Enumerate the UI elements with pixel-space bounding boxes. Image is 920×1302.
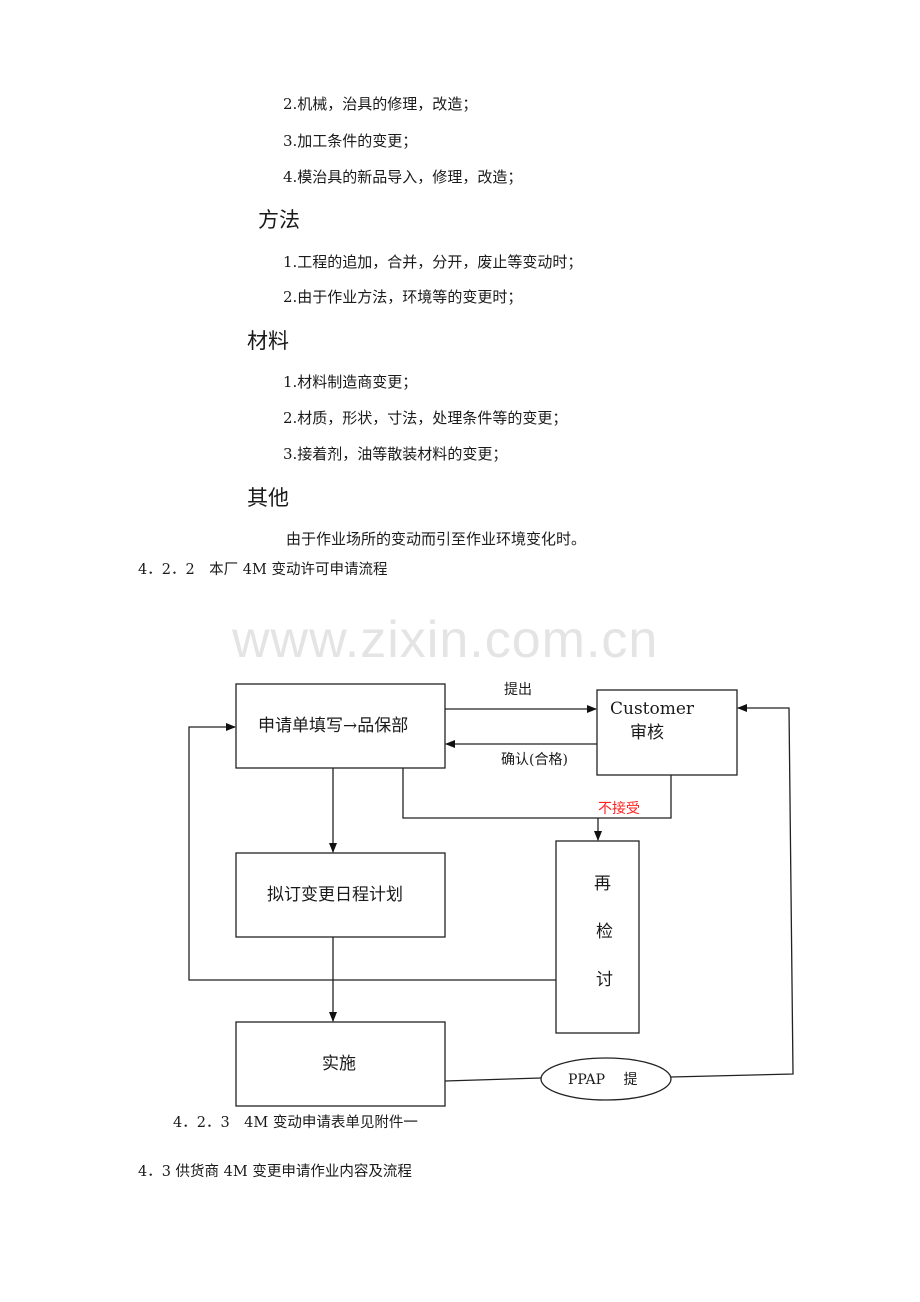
label-confirm: 确认(合格) [501,752,568,768]
box-schedule-label: 拟订变更日程计划 [267,885,403,905]
section-4-3-title: 4．3 供货商 4M 变更申请作业内容及流程 [138,1164,412,1180]
equipment-item-2: 2.机械，治具的修理，改造； [283,95,478,113]
method-heading: 方法 [258,208,300,232]
label-reject: 不接受 [598,801,640,817]
other-text: 由于作业场所的变动而引至作业环境变化时。 [286,530,587,548]
box-customer-label-1: Customer [610,699,695,719]
section-4-2-2-title: 4．2．2 本厂 4M 变动许可申请流程 [138,562,388,578]
box-review-char-3: 讨 [596,970,613,990]
label-submit: 提出 [504,682,532,698]
box-apply-frame [235,683,446,769]
box-apply-label: 申请单填写→品保部 [258,716,409,736]
material-item-3: 3.接着剂，油等散装材料的变更； [283,445,508,463]
box-schedule-frame [235,852,446,938]
material-item-1: 1.材料制造商变更； [283,373,418,391]
method-item-2: 2.由于作业方法，环境等的变更时； [283,288,523,306]
section-4-2-3-title: 4．2．3 4M 变动申请表单见附件一 [173,1115,418,1131]
box-review-char-2: 检 [596,922,613,942]
ellipse-ppap-frame [540,1057,672,1101]
box-review-char-1: 再 [594,874,611,894]
other-heading: 其他 [247,486,289,510]
box-implement-label: 实施 [322,1054,356,1074]
material-heading: 材料 [247,329,289,353]
box-customer-label-2: 审核 [630,723,664,743]
box-implement-frame [235,1021,446,1107]
equipment-item-4: 4.模治具的新品导入，修理，改造； [283,168,523,186]
material-item-2: 2.材质，形状，寸法，处理条件等的变更； [283,409,568,427]
watermark: www.zixin.com.cn [232,611,659,669]
box-review-frame [555,840,640,1034]
method-item-1: 1.工程的追加，合并，分开，废止等变动时； [283,253,583,271]
equipment-item-3: 3.加工条件的变更； [283,132,418,150]
ellipse-ppap-label: PPAP 提 [568,1072,638,1088]
box-customer-frame [596,689,738,776]
